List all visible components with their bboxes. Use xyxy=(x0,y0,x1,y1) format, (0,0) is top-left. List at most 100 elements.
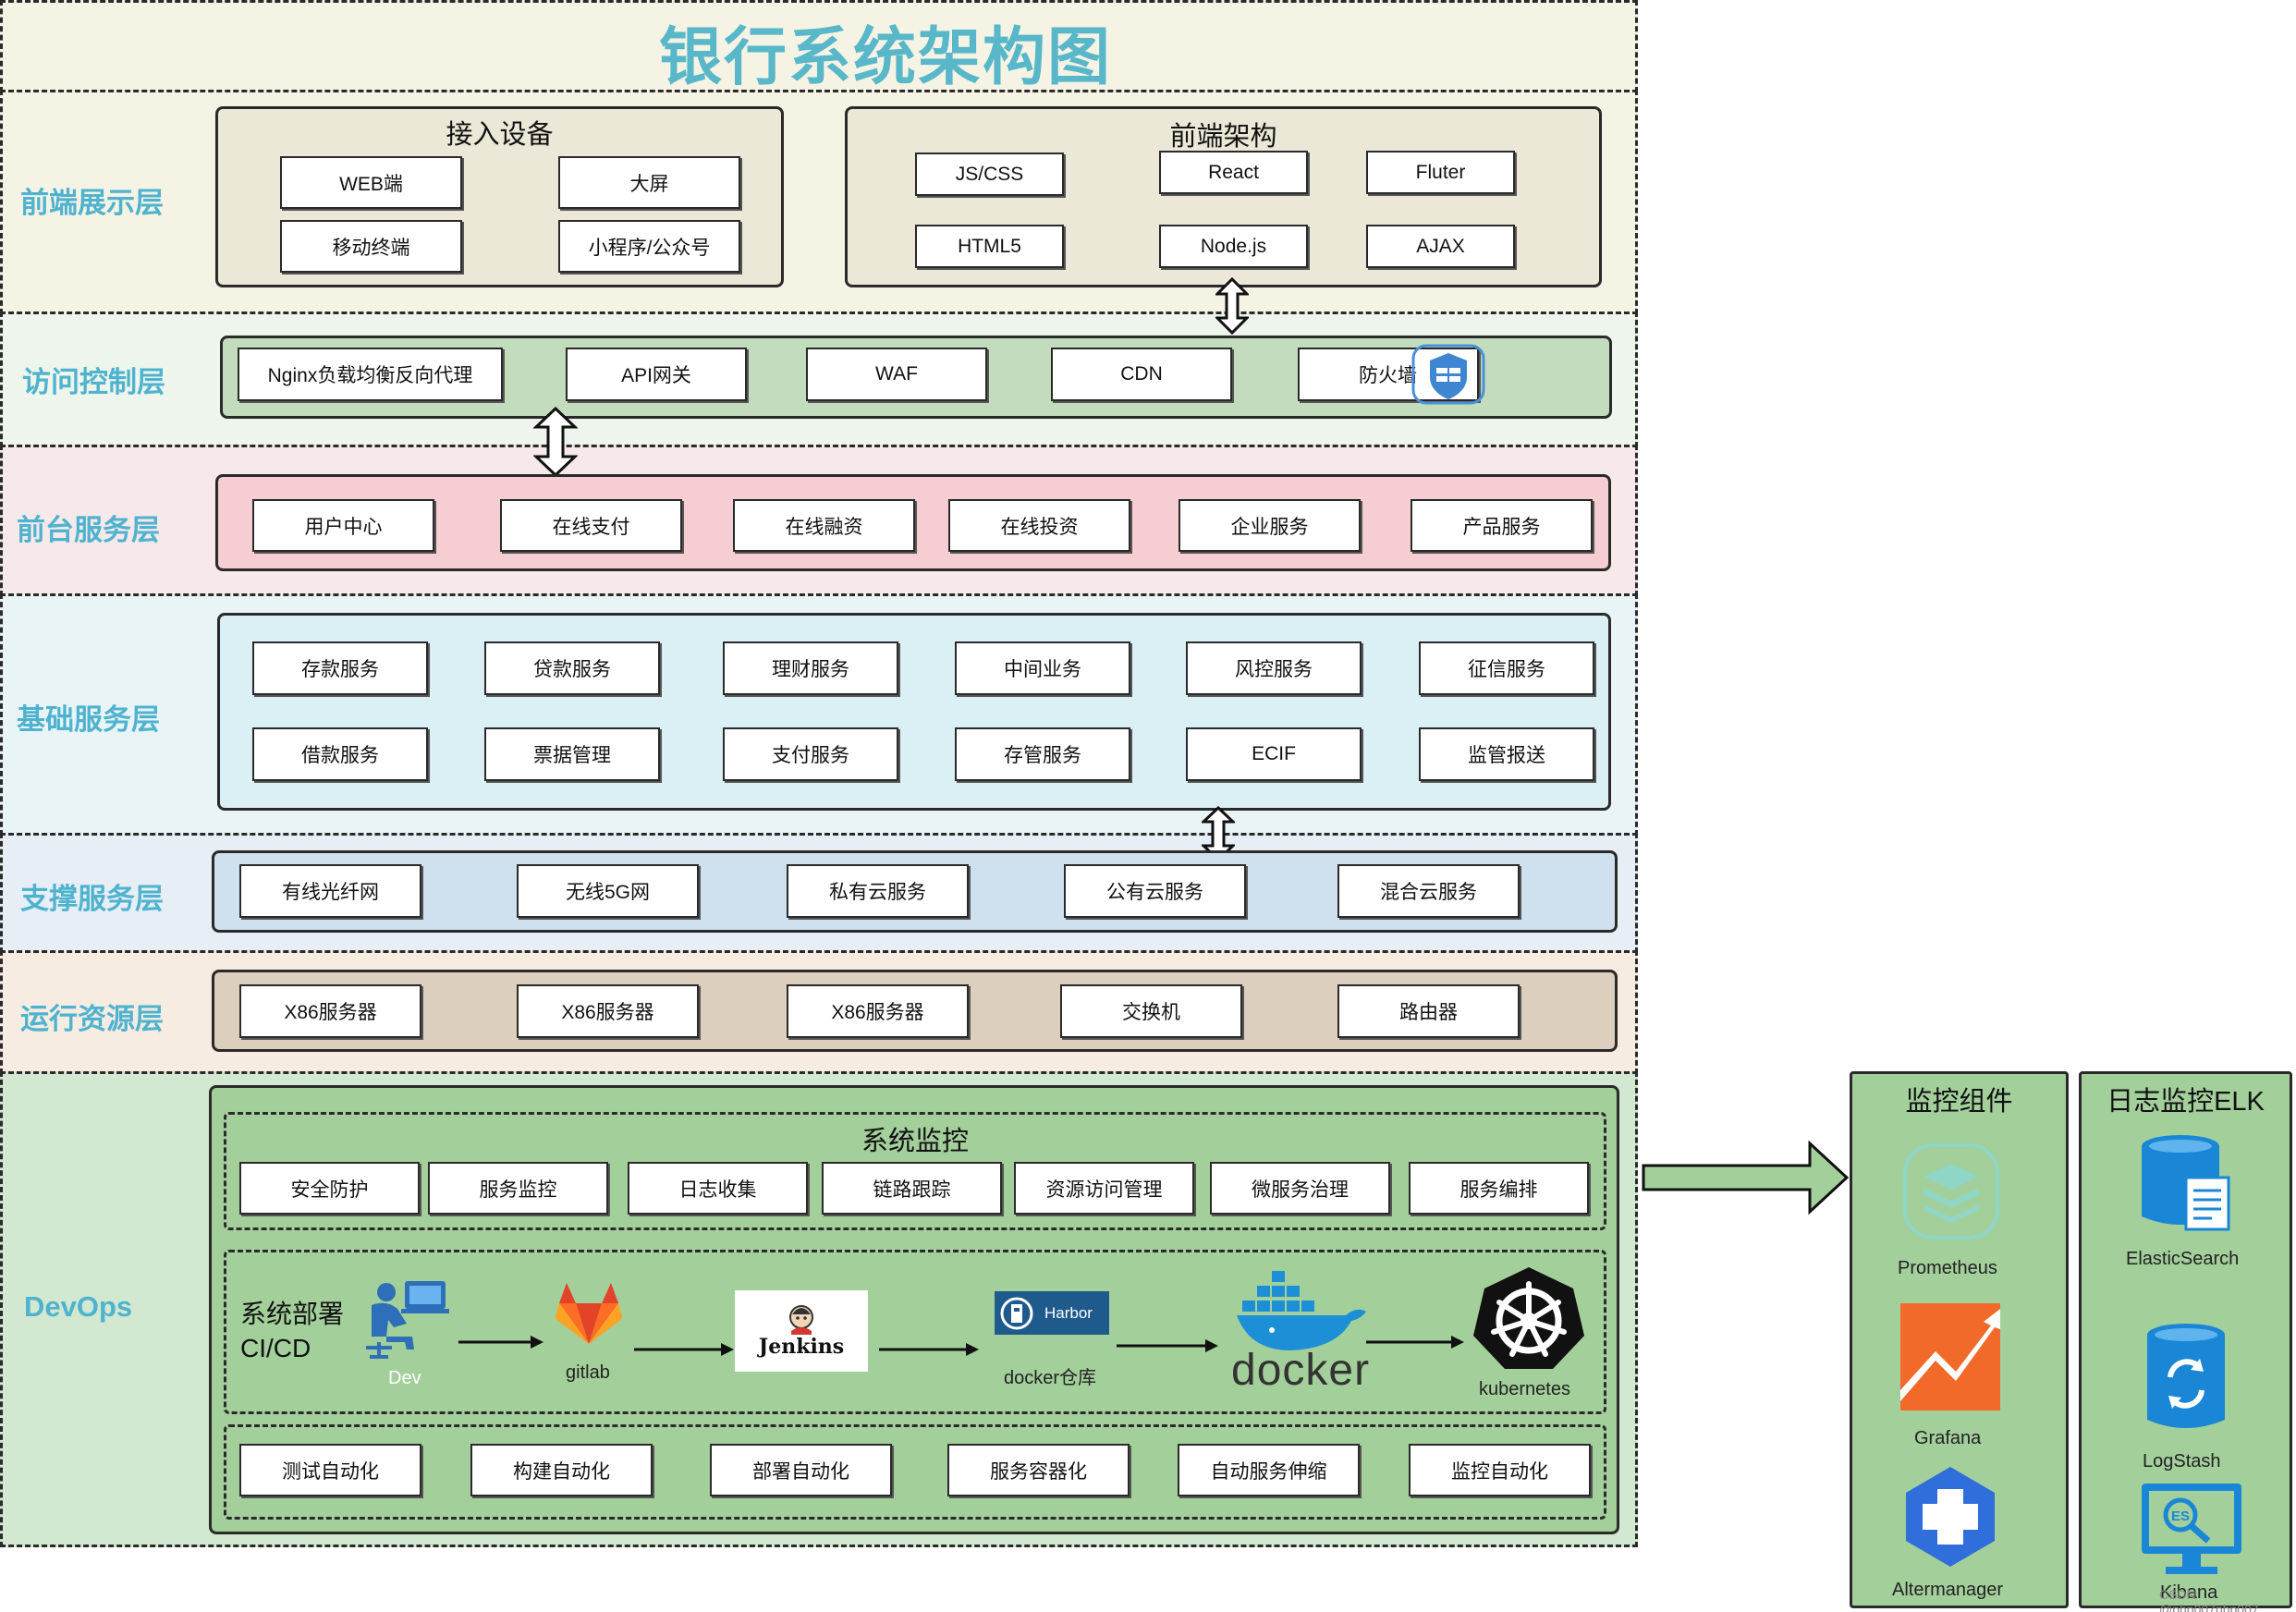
arrow-right-icon xyxy=(1117,1339,1218,1352)
fe-html5: HTML5 xyxy=(915,225,1064,268)
sp-fiber: 有线光纤网 xyxy=(239,864,421,918)
sp-private-cloud: 私有云服务 xyxy=(787,864,969,918)
fs-online-finance: 在线融资 xyxy=(733,499,915,552)
rt-server-1: X86服务器 xyxy=(239,984,421,1038)
fe-react: React xyxy=(1159,151,1308,194)
rt-server-3: X86服务器 xyxy=(787,984,969,1038)
fe-fluter: Fluter xyxy=(1366,151,1515,194)
access-api-gateway: API网关 xyxy=(566,348,747,401)
bs-wealth: 理财服务 xyxy=(723,641,898,695)
cicd-panel xyxy=(224,1250,1606,1414)
alertmanager-icon xyxy=(1906,1467,1995,1567)
mon-security: 安全防护 xyxy=(239,1162,420,1215)
mon-log: 日志收集 xyxy=(628,1162,808,1215)
big-arrow-right-icon xyxy=(1642,1140,1850,1215)
pipeline-k8s-label: kubernetes xyxy=(1479,1379,1570,1399)
title-band xyxy=(0,0,1638,92)
logstash-icon xyxy=(2147,1324,2225,1428)
prometheus-icon xyxy=(1903,1143,1999,1240)
fe-nodejs: Node.js xyxy=(1159,225,1308,268)
pipeline-harbor-label: docker仓库 xyxy=(1004,1368,1097,1388)
grafana-label: Grafana xyxy=(1914,1428,1982,1448)
bs-ecif: ECIF xyxy=(1186,727,1362,781)
bs-loan: 贷款服务 xyxy=(484,641,660,695)
layer-label-support: 支撑服务层 xyxy=(20,883,164,915)
device-miniapp: 小程序/公众号 xyxy=(558,220,740,273)
firewall-icon xyxy=(1411,344,1485,405)
layer-label-runtime: 运行资源层 xyxy=(20,1003,164,1035)
fe-ajax: AJAX xyxy=(1366,225,1515,268)
jenkins-label: Jenkins xyxy=(758,1335,845,1359)
devices-title: 接入设备 xyxy=(446,120,554,150)
access-waf: WAF xyxy=(806,348,987,401)
harbor-logo-text: Harbor xyxy=(1044,1303,1093,1322)
harbor-icon xyxy=(1000,1297,1033,1329)
system-monitor-title: 系统监控 xyxy=(861,1127,969,1156)
sp-5g: 无线5G网 xyxy=(517,864,699,918)
grafana-icon xyxy=(1900,1303,2000,1410)
prometheus-label: Prometheus xyxy=(1898,1258,1997,1278)
bs-regulatory: 监管报送 xyxy=(1419,727,1594,781)
mon-orchestration: 服务编排 xyxy=(1409,1162,1589,1215)
access-nginx: Nginx负载均衡反向代理 xyxy=(238,348,503,401)
jenkins-logo: Jenkins xyxy=(735,1290,868,1372)
harbor-logo: Harbor xyxy=(995,1291,1109,1335)
rt-server-2: X86服务器 xyxy=(517,984,699,1038)
layer-label-front-service: 前台服务层 xyxy=(17,514,160,546)
arrow-right-icon xyxy=(879,1343,979,1356)
bs-payment: 支付服务 xyxy=(723,727,898,781)
fs-enterprise: 企业服务 xyxy=(1179,499,1361,552)
bs-deposit: 存款服务 xyxy=(252,641,428,695)
pipeline-dev-label: Dev xyxy=(388,1368,421,1388)
device-mobile: 移动终端 xyxy=(280,220,462,273)
layer-label-base-service: 基础服务层 xyxy=(17,703,160,736)
gitlab-icon xyxy=(556,1283,622,1344)
fs-online-invest: 在线投资 xyxy=(948,499,1130,552)
docker-icon xyxy=(1237,1271,1366,1350)
system-monitor-panel: 系统监控 xyxy=(224,1112,1606,1230)
auto-build: 构建自动化 xyxy=(470,1444,653,1496)
bs-borrow: 借款服务 xyxy=(252,727,428,781)
sp-public-cloud: 公有云服务 xyxy=(1064,864,1246,918)
diagram-title: 银行系统架构图 xyxy=(658,22,1112,92)
elasticsearch-label: ElasticSearch xyxy=(2126,1249,2240,1269)
jenkins-icon xyxy=(789,1305,813,1335)
double-arrow-icon xyxy=(533,407,578,477)
kubernetes-icon xyxy=(1473,1267,1584,1369)
elasticsearch-icon xyxy=(2142,1135,2230,1231)
layer-label-access: 访问控制层 xyxy=(22,366,165,398)
monitor-components-title: 监控组件 xyxy=(1905,1087,2013,1117)
bs-credit: 征信服务 xyxy=(1419,641,1594,695)
fs-product: 产品服务 xyxy=(1411,499,1593,552)
mon-trace: 链路跟踪 xyxy=(822,1162,1002,1215)
device-big-screen: 大屏 xyxy=(558,156,740,209)
elk-title: 日志监控ELK xyxy=(2107,1087,2265,1117)
logstash-label: LogStash xyxy=(2143,1451,2221,1472)
access-cdn: CDN xyxy=(1051,348,1232,401)
arrow-right-icon xyxy=(458,1336,543,1349)
bs-risk: 风控服务 xyxy=(1186,641,1362,695)
cicd-title-2: CI/CD xyxy=(240,1334,311,1362)
auto-container: 服务容器化 xyxy=(947,1444,1130,1496)
layer-label-frontend: 前端展示层 xyxy=(20,187,164,219)
alertmanager-label: Altermanager xyxy=(1892,1580,2004,1600)
auto-test: 测试自动化 xyxy=(239,1444,421,1496)
device-web: WEB端 xyxy=(280,156,462,209)
svg-text:ES: ES xyxy=(2171,1508,2190,1524)
bs-intermediate: 中间业务 xyxy=(955,641,1130,695)
layer-label-devops: DevOps xyxy=(24,1290,133,1323)
frontend-arch-title: 前端架构 xyxy=(1169,122,1277,152)
mon-microservice: 微服务治理 xyxy=(1210,1162,1390,1215)
automation-panel xyxy=(224,1424,1606,1520)
auto-deploy: 部署自动化 xyxy=(710,1444,892,1496)
pipeline-docker-label: docker xyxy=(1231,1346,1371,1395)
developer-icon xyxy=(366,1281,449,1359)
mon-access: 资源访问管理 xyxy=(1014,1162,1194,1215)
cicd-title-1: 系统部署 xyxy=(240,1300,345,1328)
rt-switch: 交换机 xyxy=(1060,984,1242,1038)
fs-user-center: 用户中心 xyxy=(252,499,434,552)
bs-custody: 存管服务 xyxy=(955,727,1130,781)
base-service-panel xyxy=(217,613,1611,811)
fe-jscss: JS/CSS xyxy=(915,153,1064,196)
